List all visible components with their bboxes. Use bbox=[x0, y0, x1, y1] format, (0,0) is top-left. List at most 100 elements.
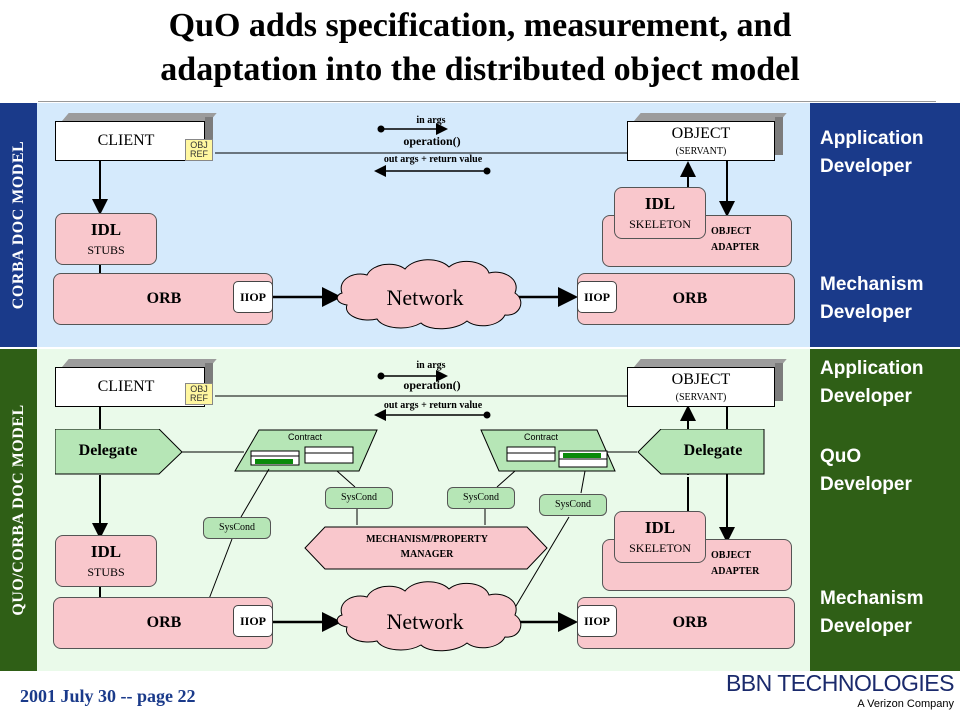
roles-bottom-band: Application Developer QuO Developer Mech… bbox=[810, 349, 960, 671]
idl-skeleton-idl-label: IDL bbox=[644, 518, 676, 537]
orb-left-label: ORB bbox=[146, 614, 182, 631]
contract-right-label: Contract bbox=[523, 432, 558, 442]
mechanism-manager-label-1: MECHANISM/PROPERTY bbox=[366, 534, 488, 545]
idl-stubs-box: IDL STUBS bbox=[55, 213, 157, 265]
client-box: CLIENT bbox=[55, 117, 213, 161]
role-word: Developer bbox=[820, 474, 912, 495]
corba-doc-model-band: CORBA DOC MODEL bbox=[0, 103, 37, 347]
client-box: CLIENT bbox=[55, 363, 213, 407]
quo-connectors: Network bbox=[92, 370, 735, 652]
slide-title: QuO adds specification, measurement, and… bbox=[0, 4, 960, 92]
title-divider bbox=[38, 101, 936, 102]
client-label: CLIENT bbox=[97, 132, 155, 149]
orb-right-label: ORB bbox=[672, 614, 708, 631]
idl-skeleton-idl-label: IDL bbox=[644, 194, 676, 213]
role-word: Developer bbox=[820, 386, 912, 407]
network-cloud bbox=[336, 259, 522, 330]
contract-left-label: Contract bbox=[287, 432, 322, 442]
logo-main-text: BBN TECHNOLOGIES bbox=[725, 670, 955, 696]
network-label: Network bbox=[387, 609, 464, 634]
idl-skeleton-box: IDL SKELETON bbox=[614, 187, 706, 239]
iiop-right-badge: IIOP bbox=[577, 281, 617, 313]
out-args-label: out args + return value bbox=[383, 154, 483, 165]
delegate-right: Delegate bbox=[637, 429, 765, 475]
delegate-left-shape bbox=[55, 429, 183, 475]
role-word: Developer bbox=[820, 616, 912, 637]
iiop-left-badge: IIOP bbox=[233, 605, 273, 637]
object-label: OBJECT bbox=[671, 125, 731, 142]
network-cloud bbox=[336, 581, 522, 652]
object-servant-box: OBJECT (SERVANT) bbox=[627, 117, 783, 161]
idl-label: IDL bbox=[90, 220, 122, 239]
role-word: Application bbox=[820, 358, 924, 379]
orb-right-label: ORB bbox=[672, 290, 708, 307]
role-quo-developer: QuO Developer bbox=[820, 443, 912, 499]
obj-ref-line: OBJ bbox=[190, 384, 208, 394]
role-application-developer-bottom: Application Developer bbox=[820, 355, 923, 411]
servant-label: (SERVANT) bbox=[675, 146, 727, 157]
iiop-right-badge: IIOP bbox=[577, 605, 617, 637]
idl-label: IDL bbox=[90, 542, 122, 561]
stubs-label: STUBS bbox=[87, 565, 125, 579]
syscond-1: SysCond bbox=[325, 487, 393, 509]
delegate-right-shape bbox=[637, 429, 765, 475]
operation-label: operation() bbox=[403, 134, 461, 148]
iiop-left-badge: IIOP bbox=[233, 281, 273, 313]
object-label: OBJECT bbox=[671, 371, 731, 388]
role-application-developer-top: Application Developer bbox=[820, 125, 923, 181]
role-word: QuO bbox=[820, 446, 862, 467]
out-args-dot bbox=[483, 167, 491, 175]
bbn-logo: BBN TECHNOLOGIES A Verizon Company bbox=[726, 670, 958, 714]
roles-top-band: Application Developer Mechanism Develope… bbox=[810, 103, 960, 347]
contract-right bbox=[480, 429, 616, 472]
corba-diagram-panel: Network CLIENT OBJ REF in args operation… bbox=[37, 103, 810, 347]
syscond-4: SysCond bbox=[539, 494, 607, 516]
obj-ref-line: REF bbox=[190, 393, 208, 403]
role-mechanism-developer-top: Mechanism Developer bbox=[820, 271, 923, 327]
corba-doc-model-label: CORBA DOC MODEL bbox=[9, 140, 27, 310]
mechanism-manager-shape bbox=[304, 526, 548, 570]
client-label: CLIENT bbox=[97, 378, 155, 395]
contract-syscond-line bbox=[580, 470, 586, 494]
object-adapter-label-1: OBJECT bbox=[711, 226, 752, 237]
quo-corba-diagram-panel: Network CLIENT OBJ REF in args operation… bbox=[37, 349, 810, 671]
syscond-2: SysCond bbox=[447, 487, 515, 509]
stubs-label: STUBS bbox=[87, 243, 125, 257]
role-mechanism-developer-bottom: Mechanism Developer bbox=[820, 585, 923, 641]
object-adapter-label-2: ADAPTER bbox=[711, 566, 760, 577]
operation-label: operation() bbox=[403, 378, 461, 392]
skeleton-label: SKELETON bbox=[629, 541, 691, 555]
out-args-dot bbox=[483, 411, 491, 419]
syscond-label: SysCond bbox=[218, 522, 256, 533]
syscond-to-orb-line bbox=[208, 538, 233, 600]
title-line-1: QuO adds specification, measurement, and bbox=[168, 7, 792, 44]
role-word: Developer bbox=[820, 156, 912, 177]
role-word: Mechanism bbox=[820, 274, 924, 295]
role-word: Mechanism bbox=[820, 588, 924, 609]
delegate-right-label: Delegate bbox=[683, 442, 743, 459]
obj-ref-line: OBJ bbox=[190, 140, 208, 150]
syscond-to-network-line bbox=[512, 516, 570, 612]
obj-ref-badge: OBJ REF bbox=[185, 139, 213, 161]
title-line-2: adaptation into the distributed object m… bbox=[160, 51, 800, 88]
idl-stubs-box: IDL STUBS bbox=[55, 535, 157, 587]
corba-connectors: Network bbox=[92, 123, 735, 330]
servant-label: (SERVANT) bbox=[675, 392, 727, 403]
contract-syscond-line bbox=[496, 470, 516, 488]
role-word: Developer bbox=[820, 302, 912, 323]
delegate-left: Delegate bbox=[55, 429, 183, 475]
syscond-3: SysCond bbox=[203, 517, 271, 539]
quo-corba-doc-model-band: QUO/CORBA DOC MODEL bbox=[0, 349, 37, 671]
object-adapter-label-1: OBJECT bbox=[711, 550, 752, 561]
in-args-dot bbox=[377, 125, 385, 133]
network-label: Network bbox=[387, 285, 464, 310]
contract-left bbox=[234, 429, 378, 472]
mechanism-manager-label-2: MANAGER bbox=[400, 549, 454, 560]
obj-ref-line: REF bbox=[190, 149, 208, 159]
in-args-label: in args bbox=[416, 115, 446, 126]
skeleton-label: SKELETON bbox=[629, 217, 691, 231]
contract-syscond-line bbox=[336, 470, 356, 488]
object-adapter-label-2: ADAPTER bbox=[711, 242, 760, 253]
in-args-label: in args bbox=[416, 360, 446, 371]
page-footer: 2001 July 30 -- page 22 bbox=[20, 686, 196, 706]
